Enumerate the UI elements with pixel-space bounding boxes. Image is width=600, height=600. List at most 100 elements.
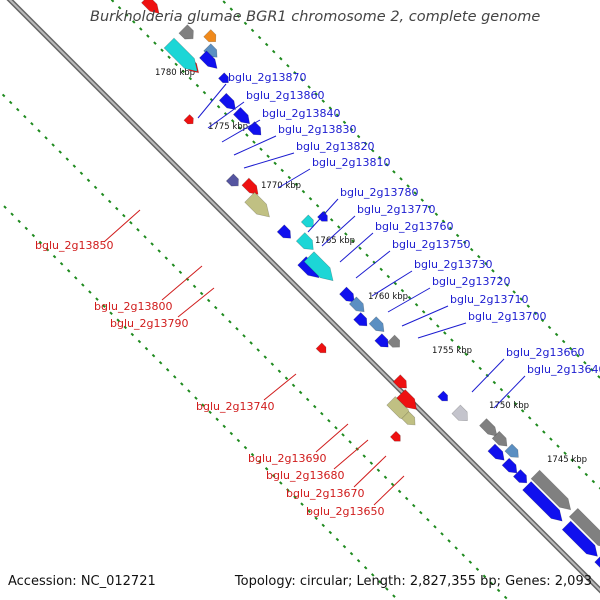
gene-arrow[interactable]	[300, 214, 314, 228]
gene-arrow[interactable]	[504, 443, 519, 458]
gene-arrow[interactable]	[295, 232, 314, 250]
gene-arrow[interactable]	[276, 224, 292, 239]
tick-dot	[556, 444, 560, 448]
gene-arrow[interactable]	[218, 92, 236, 110]
gene-arrow[interactable]	[183, 114, 194, 125]
gene-arrow[interactable]	[491, 430, 508, 447]
tick-dot	[130, 332, 135, 337]
gene-arrow[interactable]	[353, 312, 368, 327]
gene-arrow[interactable]	[368, 316, 385, 332]
reverse-gene-label[interactable]: bglu_2g13650	[306, 505, 384, 518]
forward-gene-label[interactable]: bglu_2g13700	[468, 310, 546, 323]
tick-dot	[392, 594, 396, 598]
tick-dot	[263, 355, 268, 359]
reverse-gene-label[interactable]: bglu_2g13800	[94, 300, 172, 313]
tick-dot	[172, 375, 177, 379]
gene-arrow[interactable]	[247, 121, 262, 136]
tick-dot	[88, 290, 92, 294]
tick-dot	[520, 409, 525, 413]
tick-dot	[187, 389, 191, 393]
gene-arrow[interactable]	[594, 554, 600, 572]
tick-dot	[51, 143, 55, 147]
gene-arrow[interactable]	[199, 50, 218, 69]
gene-arrow[interactable]	[241, 177, 259, 195]
tick-dot	[329, 218, 334, 222]
gene-arrow[interactable]	[374, 333, 389, 348]
tick-dot	[249, 341, 253, 345]
reverse-gene-label[interactable]: bglu_2g13850	[35, 239, 113, 252]
gene-arrow[interactable]	[530, 469, 572, 511]
forward-gene-label[interactable]: bglu_2g13860	[246, 89, 324, 102]
tick-dot	[188, 76, 193, 81]
forward-gene-label[interactable]: bglu_2g13770	[357, 203, 435, 216]
accession-text: Accession: NC_012721	[8, 574, 156, 589]
tick-dot	[287, 175, 292, 180]
tick-dot	[257, 35, 262, 40]
tick-dot	[406, 184, 410, 188]
gene-arrow[interactable]	[522, 481, 563, 522]
forward-gene-label[interactable]: bglu_2g13830	[278, 123, 356, 136]
tick-label: 1765 kbp	[315, 236, 355, 246]
tick-dot	[489, 581, 494, 586]
reverse-gene-label[interactable]: bglu_2g13680	[266, 469, 344, 482]
gene-arrow[interactable]	[203, 29, 217, 43]
gene-arrow[interactable]	[392, 374, 407, 389]
forward-gene-label[interactable]: bglu_2g13720	[432, 275, 510, 288]
gene-arrow[interactable]	[451, 404, 468, 422]
forward-gene-label[interactable]: bglu_2g13710	[450, 293, 528, 306]
tick-dot	[362, 454, 367, 458]
tick-dot	[37, 129, 41, 133]
gene-arrow[interactable]	[479, 418, 498, 437]
gene-arrow[interactable]	[568, 507, 600, 548]
gene-arrow[interactable]	[501, 457, 518, 474]
gene-arrow[interactable]	[437, 390, 448, 402]
gene-arrow[interactable]	[303, 251, 334, 282]
gene-arrow[interactable]	[315, 342, 327, 354]
reverse-gene-label[interactable]: bglu_2g13690	[248, 452, 326, 465]
tick-dot	[229, 431, 234, 436]
gene-arrow[interactable]	[396, 389, 417, 410]
forward-gene-label[interactable]: bglu_2g13640	[527, 363, 600, 376]
gene-arrow[interactable]	[163, 37, 198, 72]
reverse-gene-label[interactable]: bglu_2g13740	[196, 400, 274, 413]
gene-arrow[interactable]	[339, 286, 355, 303]
gene-arrow[interactable]	[512, 469, 528, 484]
tick-dot	[273, 161, 277, 166]
tick-dot	[386, 274, 391, 279]
gene-arrow[interactable]	[218, 72, 229, 83]
tick-dot	[383, 475, 388, 480]
gene-arrow[interactable]	[141, 0, 160, 14]
forward-gene-label[interactable]: bglu_2g13810	[312, 156, 390, 169]
gene-arrow[interactable]	[232, 106, 251, 125]
gene-arrow[interactable]	[387, 334, 401, 348]
gene-arrow[interactable]	[487, 443, 505, 461]
tick-dot	[392, 170, 396, 174]
tick-dot	[153, 41, 157, 45]
tick-dot	[491, 269, 495, 273]
tick-dot	[433, 525, 437, 529]
reverse-gene-label[interactable]: bglu_2g13670	[286, 487, 364, 500]
tick-dot	[151, 353, 156, 358]
tick-dot	[298, 390, 303, 395]
forward-gene-label[interactable]: bglu_2g13750	[392, 238, 470, 251]
forward-gene-label[interactable]: bglu_2g13660	[506, 346, 584, 359]
gene-arrow[interactable]	[244, 191, 270, 218]
tick-dot	[256, 348, 260, 352]
tick-dot	[363, 566, 368, 570]
forward-gene-label[interactable]: bglu_2g13730	[414, 258, 492, 271]
reverse-gene-label[interactable]: bglu_2g13790	[110, 317, 188, 330]
gene-arrow[interactable]	[225, 173, 239, 187]
gene-arrow[interactable]	[389, 430, 401, 442]
forward-gene-label[interactable]: bglu_2g13870	[228, 71, 306, 84]
forward-gene-label[interactable]: bglu_2g13840	[262, 107, 340, 120]
gene-arrow[interactable]	[561, 520, 598, 557]
forward-gene-label[interactable]: bglu_2g13820	[296, 140, 374, 153]
gene-arrow[interactable]	[348, 296, 365, 313]
gene-arrow[interactable]	[401, 411, 416, 426]
tick-dot	[363, 141, 368, 146]
tick-dot	[266, 154, 270, 159]
tick-dot	[116, 318, 120, 323]
gene-arrow[interactable]	[178, 24, 194, 40]
forward-gene-label[interactable]: bglu_2g13760	[375, 220, 453, 233]
forward-gene-label[interactable]: bglu_2g13780	[340, 186, 418, 199]
